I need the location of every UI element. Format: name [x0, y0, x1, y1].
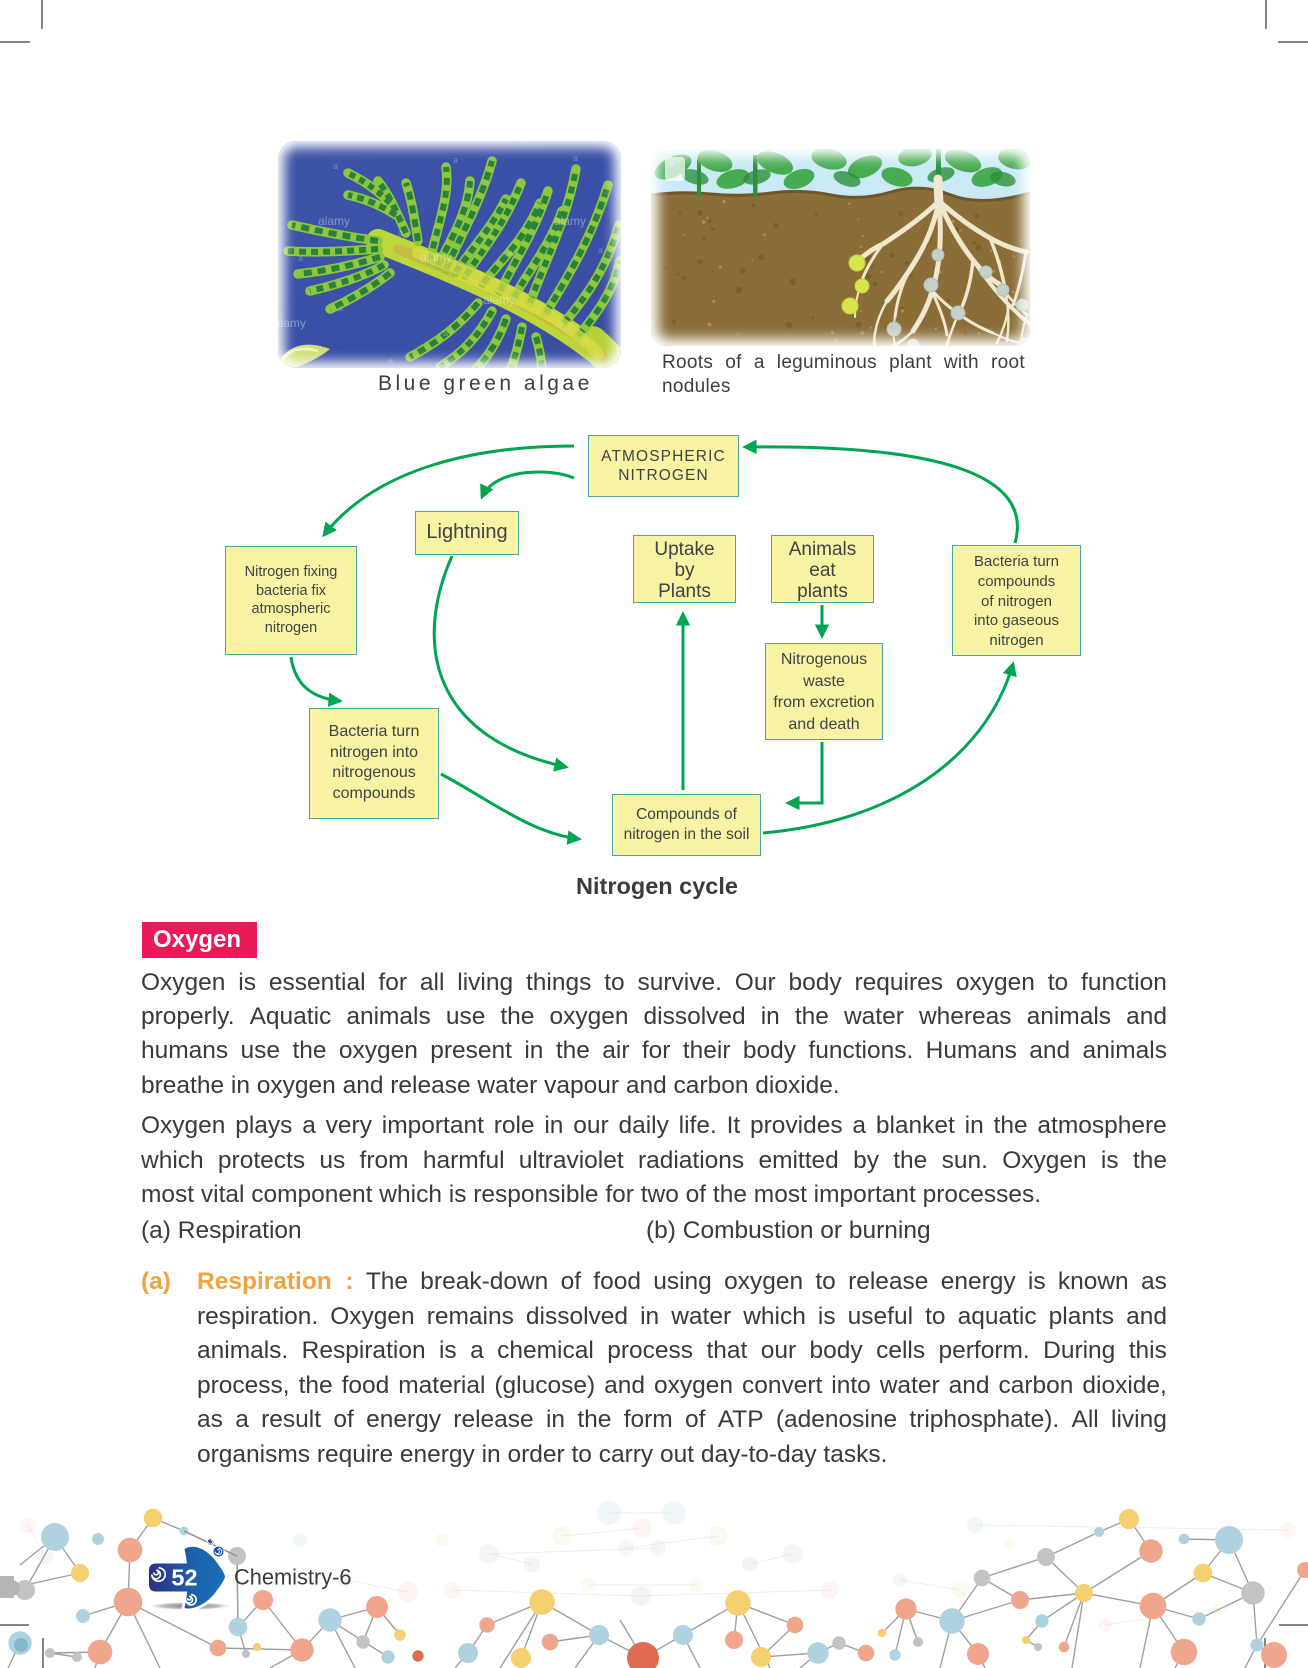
svg-text:a: a: [388, 355, 393, 365]
svg-text:alamy: alamy: [318, 214, 350, 228]
svg-text:a: a: [298, 253, 303, 263]
svg-text:a: a: [598, 245, 603, 255]
svg-text:a: a: [558, 318, 563, 328]
svg-text:a: a: [443, 328, 448, 338]
svg-text:a: a: [573, 153, 578, 163]
svg-text:52: 52: [171, 1565, 197, 1591]
svg-text:Chemistry-6: Chemistry-6: [234, 1565, 351, 1590]
svg-text:a: a: [508, 355, 513, 365]
svg-text:a: a: [508, 248, 513, 258]
svg-text:a: a: [453, 155, 458, 165]
svg-text:a: a: [333, 161, 338, 171]
svg-text:alamy: alamy: [278, 316, 306, 330]
svg-text:a: a: [338, 303, 343, 313]
svg-text:alamy: alamy: [483, 293, 515, 307]
svg-text:alamy: alamy: [420, 250, 452, 264]
svg-text:alamy: alamy: [554, 214, 586, 228]
svg-text:a: a: [398, 228, 403, 238]
